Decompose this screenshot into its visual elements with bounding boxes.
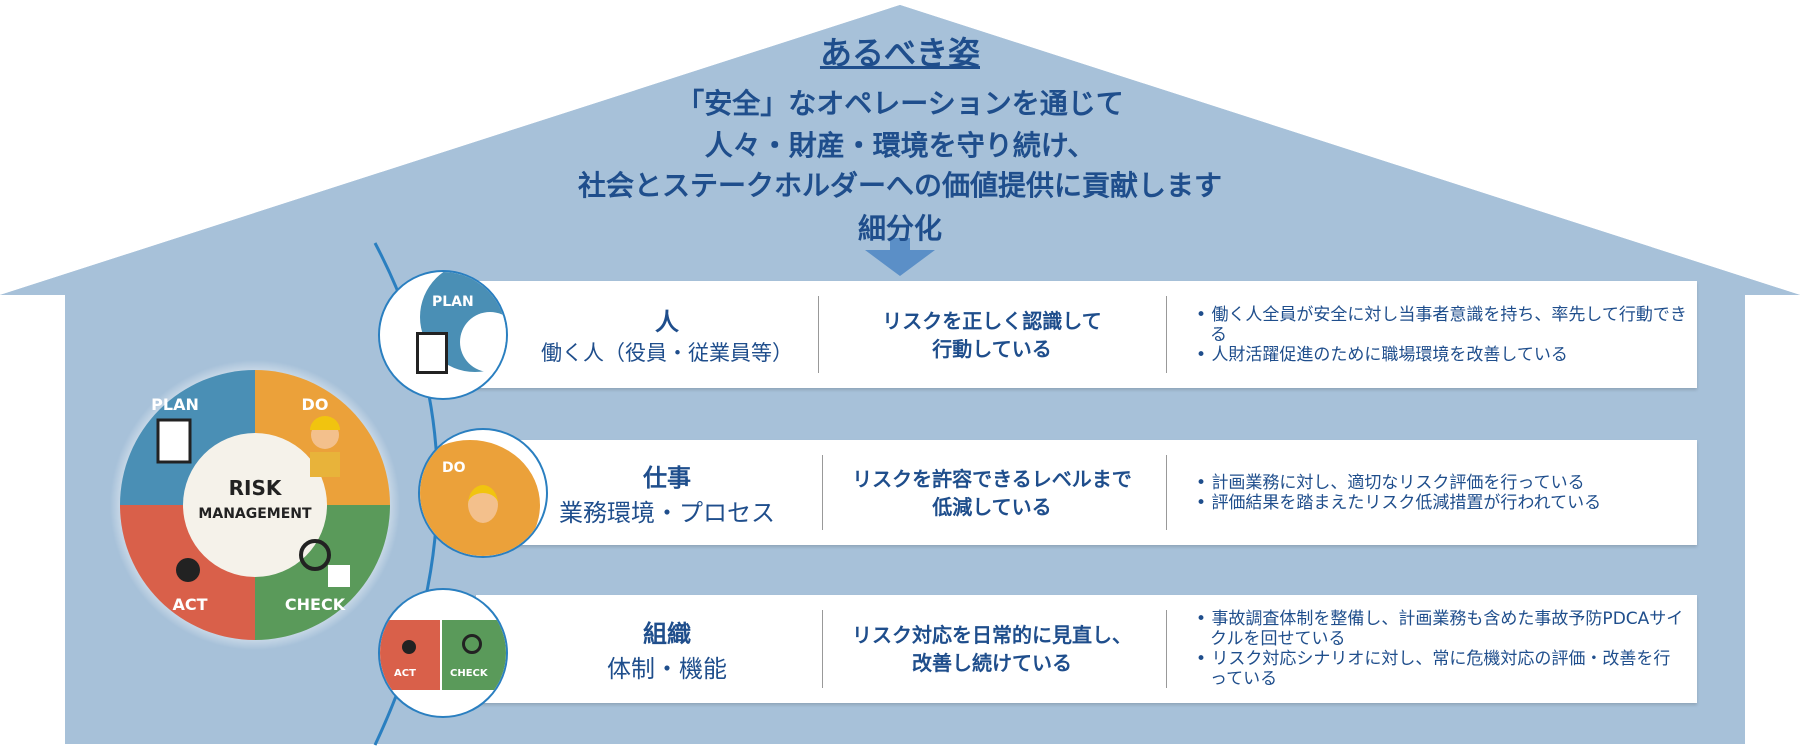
page-title: あるべき姿 <box>819 34 980 72</box>
badge-label: PLAN <box>432 294 474 310</box>
bullet: 評価結果を踏まえたリスク低減措置が行われている <box>1190 493 1687 513</box>
gear-icon <box>402 640 416 654</box>
mission-line-2: 人々・財産・環境を守り続け、 <box>704 129 1096 162</box>
pdca-do: DO <box>302 395 329 414</box>
row-heading: 人 <box>655 308 679 336</box>
row-subheading: 体制・機能 <box>607 655 727 683</box>
badge-check: CHECK <box>450 668 488 679</box>
row-heading: 仕事 <box>643 463 691 492</box>
magnifier-icon <box>462 634 482 654</box>
badge-label: DO <box>442 460 466 476</box>
pdca-act: ACT <box>172 595 207 614</box>
badge-act: ACT <box>394 668 416 679</box>
row-subheading: 働く人（役員・従業員等） <box>541 341 793 365</box>
mission-line-1: 「安全」なオペレーションを通じて <box>676 87 1124 120</box>
bullet: 事故調査体制を整備し、計画業務も含めた事故予防PDCAサイクルを回せている <box>1190 609 1687 649</box>
bullet: 人財活躍促進のために職場環境を改善している <box>1190 345 1687 365</box>
pdca-plan: PLAN <box>151 395 199 414</box>
row-goal: 行動している <box>932 336 1052 361</box>
clipboard-icon <box>156 418 192 464</box>
pdca-wheel: RISK MANAGEMENT PLAN DO CHECK ACT <box>110 360 400 650</box>
clipboard-icon <box>416 332 448 374</box>
row-goal: 改善し続けている <box>912 651 1072 675</box>
pdca-center-1: RISK <box>229 476 283 500</box>
gear-icon <box>176 558 200 582</box>
row-goal: リスクを正しく認識して <box>882 308 1102 333</box>
pdca-check: CHECK <box>285 595 346 614</box>
plan-badge: PLAN <box>378 270 508 400</box>
row-subheading: 業務環境・プロセス <box>559 498 775 527</box>
pdca-center-2: MANAGEMENT <box>198 506 312 522</box>
row-goal: リスクを許容できるレベルまで <box>852 466 1132 491</box>
arrow-down-icon <box>865 238 935 276</box>
magnifier-chart-icon <box>299 539 331 571</box>
bullet: 計画業務に対し、適切なリスク評価を行っている <box>1190 473 1687 493</box>
breakdown-label: 細分化 <box>857 212 942 245</box>
act-check-badge: ACT CHECK <box>378 588 508 718</box>
do-badge: DO <box>418 428 548 558</box>
bullet: 働く人全員が安全に対し当事者意識を持ち、率先して行動できる <box>1190 305 1687 345</box>
mission-line-3: 社会とステークホルダーへの価値提供に貢献します <box>577 169 1222 202</box>
row-goal: リスク対応を日常的に見直し、 <box>852 623 1132 647</box>
row-heading: 組織 <box>643 620 691 648</box>
bullet: リスク対応シナリオに対し、常に危機対応の評価・改善を行っている <box>1190 649 1687 689</box>
row-goal: 低減している <box>932 494 1052 519</box>
worker-icon <box>468 485 498 523</box>
